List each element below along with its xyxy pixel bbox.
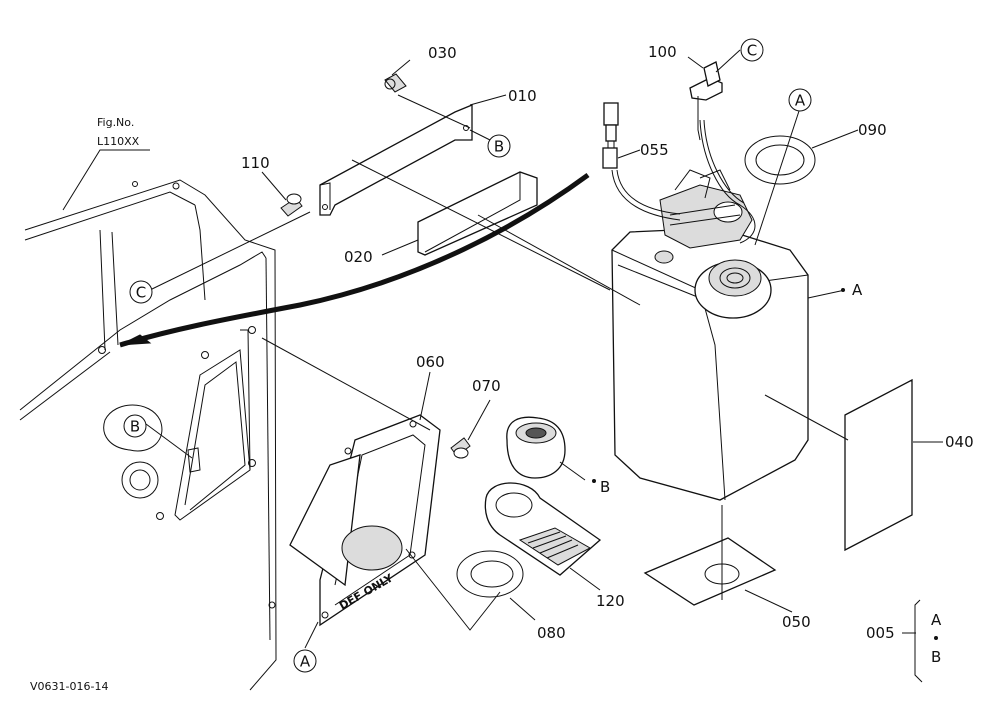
- label-040: [844, 378, 913, 552]
- svg-text:A: A: [300, 653, 311, 671]
- svg-text:C: C: [747, 42, 757, 60]
- bracket-100: [689, 61, 756, 244]
- part-030-label: 030: [428, 44, 457, 62]
- set-letter-b: B: [931, 648, 941, 666]
- gasket-080: [456, 550, 524, 598]
- ref-circle-c-frame: C: [129, 280, 153, 304]
- part-120-label: 120: [596, 592, 625, 610]
- machine-frame: [19, 179, 277, 691]
- dot-marker-b: [592, 479, 596, 483]
- part-040-label: 040: [945, 433, 974, 451]
- gasket-090: [744, 135, 816, 185]
- leader-lines: [62, 49, 943, 683]
- svg-text:A: A: [795, 92, 806, 110]
- part-050-label: 050: [782, 613, 811, 631]
- part-110-label: 110: [241, 154, 270, 172]
- part-055-label: 055: [640, 141, 669, 159]
- dot-marker-a: [841, 288, 845, 292]
- ref-circle-a-gasket: A: [788, 88, 812, 112]
- part-080-label: 080: [537, 624, 566, 642]
- part-005-label: 005: [866, 624, 895, 642]
- wire-harness-055: [602, 102, 681, 221]
- bolt-110: [280, 193, 303, 217]
- svg-text:C: C: [136, 284, 146, 302]
- tether-120: [484, 482, 602, 576]
- bracket-010: [319, 104, 473, 216]
- set-letter-a: A: [931, 611, 942, 629]
- cover-060: DEF ONLY: [289, 414, 441, 627]
- def-hose: [119, 172, 590, 348]
- ref-circle-c-tank: C: [740, 38, 764, 62]
- part-010-label: 010: [508, 87, 537, 105]
- ref-circle-b-frame: B: [123, 414, 147, 438]
- part-020-label: 020: [344, 248, 373, 266]
- part-090-label: 090: [858, 121, 887, 139]
- fig-no-value: L110XX: [97, 135, 140, 148]
- set-dot: [934, 636, 938, 640]
- part-070-label: 070: [472, 377, 501, 395]
- part-060-label: 060: [416, 353, 445, 371]
- def-tank: [611, 169, 809, 501]
- svg-text:B: B: [494, 138, 504, 156]
- part-100-label: 100: [648, 43, 677, 61]
- drawing-code: V0631-016-14: [30, 680, 108, 693]
- svg-text:B: B: [130, 418, 140, 436]
- ref-letter-b-cap: B: [600, 478, 610, 496]
- bolt-070: [450, 437, 471, 459]
- bracket-020: [417, 171, 538, 256]
- bolt-030: [384, 73, 407, 93]
- filler-cap: [506, 416, 566, 479]
- ref-letter-a-tank: A: [852, 281, 863, 299]
- fig-no-label: Fig.No.: [97, 116, 134, 129]
- ref-circle-b-bracket: B: [487, 134, 511, 158]
- ref-circle-a-cover: A: [293, 649, 317, 673]
